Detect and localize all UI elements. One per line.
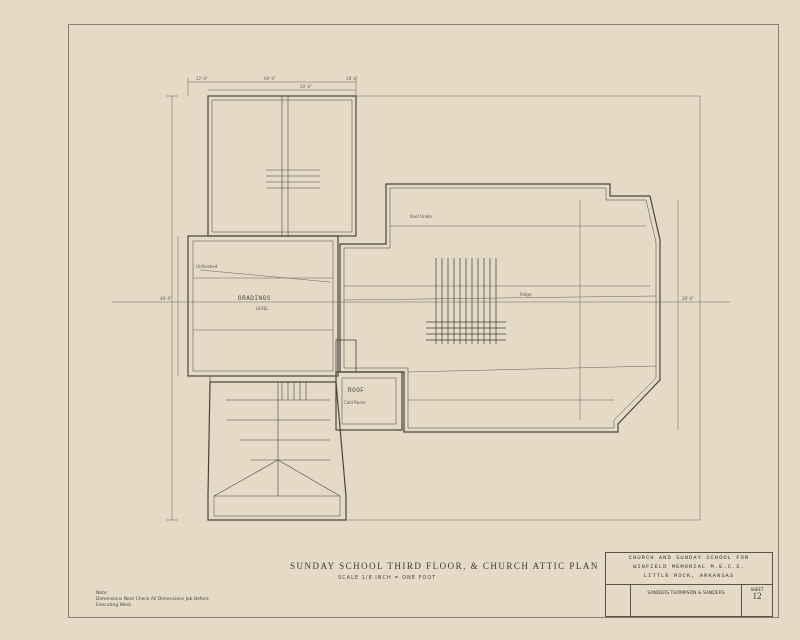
dim-right: 28'-0" (682, 296, 694, 301)
sheet-border (68, 24, 779, 618)
drawing-title: SUNDAY SCHOOL THIRD FLOOR, & CHURCH ATTI… (290, 561, 599, 571)
unfinished-label: Unfinished (196, 264, 218, 269)
gradings-label: GRADINGS (238, 295, 271, 302)
title-block-revisions (606, 585, 631, 616)
sheet-number: 12 (752, 591, 762, 601)
dim-top-overall: 60'-4" (264, 76, 276, 81)
notes-heading: Note: (96, 591, 109, 596)
project-line-1: CHURCH AND SUNDAY SCHOOL FOR (628, 554, 750, 561)
sheet-label: SHEET (750, 587, 764, 592)
stair-tower (335, 371, 403, 431)
roof-label: ROOF (348, 387, 364, 394)
ridge-label: Ridge (520, 292, 532, 297)
notes-line-2: Executing Work. (96, 603, 133, 608)
drawing-scale: SCALE 1/8 INCH = ONE FOOT (338, 575, 437, 581)
title-block: CHURCH AND SUNDAY SCHOOL FOR WINFIELD ME… (605, 552, 773, 617)
sheet-number-cell: SHEET 12 (742, 585, 772, 616)
cold-room-label: Cold Room (344, 400, 366, 405)
project-line-3: LITTLE ROCK, ARKANSAS (643, 572, 735, 579)
dim-top-right: 18'-0" (346, 76, 358, 81)
project-line-2: WINFIELD MEMORIAL M.E.C.S. (633, 563, 745, 570)
dim-left: 48'-0" (160, 296, 172, 301)
title-block-project: CHURCH AND SUNDAY SCHOOL FOR WINFIELD ME… (606, 553, 772, 585)
roof-under-label: Roof Under (410, 214, 433, 219)
architects-name: SANDERS THOMPSON & SANDERS (631, 585, 742, 616)
south-wing-roof (207, 381, 347, 521)
title-block-lower: SANDERS THOMPSON & SANDERS SHEET 12 (606, 585, 772, 616)
dim-top-left: 12'-0" (196, 76, 208, 81)
notes-line-1: Dimensions Next Check All Dimensions Job… (96, 597, 209, 602)
church-attic (339, 183, 661, 433)
general-notes: Note: Dimensions Next Check All Dimensio… (96, 591, 209, 609)
level-label: LEVEL (256, 306, 269, 311)
dim-top-wing: 20'-0" (300, 84, 312, 89)
